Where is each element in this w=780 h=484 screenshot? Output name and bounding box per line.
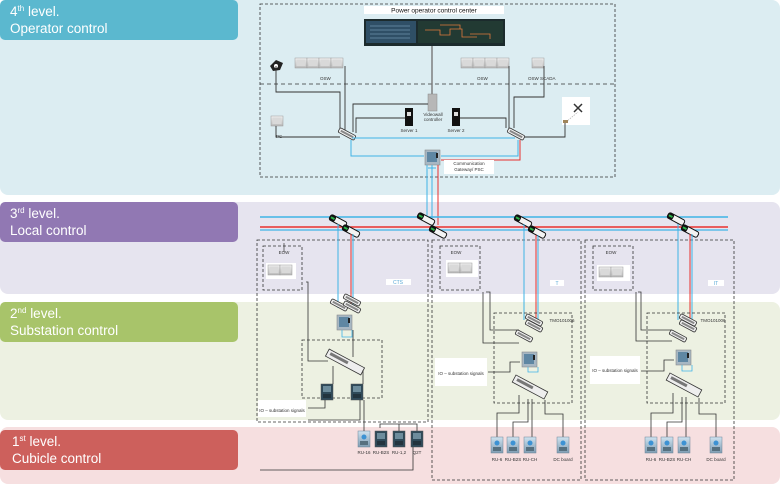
level-2-label: 2nd level. Substation control: [0, 302, 238, 342]
level-1-label: 1st level. Cubicle control: [0, 430, 238, 470]
server-1: [405, 108, 413, 126]
svg-text:EOW: EOW: [451, 250, 463, 255]
bay-cts: EOW CTS IO – substation signals: [256, 224, 429, 423]
svg-text:RU-6: RU-6: [646, 457, 657, 462]
svg-text:RU-1,2: RU-1,2: [392, 450, 407, 455]
videowall-controller: [427, 93, 438, 112]
osw-workstation-left: [294, 57, 344, 69]
bay-cts-io-label: IO – substation signals: [259, 408, 305, 413]
operator-switch-right: [506, 127, 526, 141]
bay-it-io-label: IO – substation signals: [592, 368, 638, 373]
bay-cts-devices: RU-16 RU-B2S RU-1,2 Q2T: [260, 400, 424, 471]
bay-it-label: IT: [714, 281, 718, 287]
bay-it-devices: RU-6 RU-B2S RU-CH DC board: [644, 436, 726, 462]
level-1-name: Cubicle control: [12, 451, 102, 466]
level3-switch: [666, 211, 686, 227]
svg-text:EOW: EOW: [279, 250, 291, 255]
level-4-label: 4th level. Operator control: [0, 0, 238, 40]
server-1-label: Server 1: [400, 128, 418, 133]
svg-text:Q2T: Q2T: [413, 450, 422, 455]
svg-text:RU-B2S: RU-B2S: [659, 457, 676, 462]
osw-right-label: OSW: [477, 76, 489, 81]
videowall-label-1: Videowall: [423, 112, 442, 117]
osw-left-label: OSW: [320, 76, 332, 81]
svg-text:RU-CH: RU-CH: [523, 457, 538, 462]
control-center-title-bg: [364, 6, 504, 14]
videowall-display: [364, 19, 505, 46]
osw-workstation-right: [460, 57, 510, 69]
svg-text:DC board: DC board: [553, 457, 573, 462]
bay-t-module-label: TMO101006: [549, 318, 575, 323]
svg-text:EOW: EOW: [606, 250, 618, 255]
level3-switch: [513, 213, 533, 229]
operator-wiring: [275, 66, 566, 138]
level-2-name: Substation control: [10, 323, 119, 338]
pc-label: PC: [276, 134, 283, 139]
svg-text:RU-CH: RU-CH: [677, 457, 692, 462]
bay-t-label: T: [555, 281, 558, 287]
svg-text:RU-B2S: RU-B2S: [373, 450, 390, 455]
bay-t: EOW T TMO101006 IO – substation signals: [431, 224, 582, 481]
level3-switch: [416, 211, 436, 227]
svg-text:RU-16: RU-16: [357, 450, 371, 455]
bay-t-devices: RU-6 RU-B2S RU-CH DC board: [490, 436, 573, 462]
osw-scada-workstation: [531, 57, 545, 69]
pc-workstation: [270, 115, 284, 127]
bay-t-io-label: IO – substation signals: [438, 371, 484, 376]
svg-text:RU-6: RU-6: [492, 457, 503, 462]
osw-scada-label: OSW SCADA: [528, 76, 556, 81]
communication-gateway: [424, 149, 441, 166]
svg-text:RU-B2S: RU-B2S: [505, 457, 522, 462]
camera-icon: [270, 60, 283, 71]
server-2-label: Server 2: [447, 128, 465, 133]
bay-it: EOW IT TMO101006 IO – substation signals: [584, 224, 735, 481]
gateway-label-1: Communication: [453, 161, 485, 166]
control-center-title: Power operator control center: [391, 8, 477, 15]
level-3-name: Local control: [10, 223, 87, 238]
satellite-icon: [562, 97, 590, 125]
server-2: [452, 108, 460, 126]
level-3-label: 3rd level. Local control: [0, 202, 238, 242]
svg-text:DC board: DC board: [706, 457, 726, 462]
bay-cts-label: CTS: [393, 280, 404, 286]
level-4-name: Operator control: [10, 21, 108, 36]
gateway-label-2: Gateway/ PSC: [454, 167, 484, 172]
bay-it-module-label: TMO101006: [700, 318, 726, 323]
videowall-label-2: controller: [424, 117, 443, 122]
